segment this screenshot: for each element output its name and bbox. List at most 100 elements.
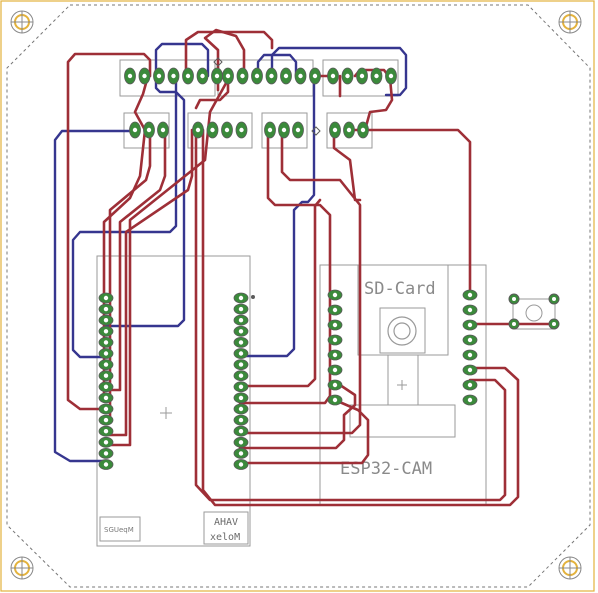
pad-esp-right-3-hole xyxy=(467,322,473,328)
pad-nano-left-11-hole xyxy=(103,406,109,412)
bottom-layer-traces xyxy=(66,28,557,507)
pad-nano-left-8-hole xyxy=(103,373,109,378)
pad-conn-top-1-1-hole xyxy=(127,73,133,79)
camera-ribbon xyxy=(387,354,419,406)
pad-conn-top-3-4-hole xyxy=(374,73,379,79)
pad-nano-right-13-hole xyxy=(238,429,244,434)
nano-module-outline xyxy=(96,255,251,547)
camera-lens-inner xyxy=(393,322,411,340)
esp32-shield xyxy=(349,404,456,438)
esp32-cam-label: ESP32-CAM xyxy=(340,459,432,479)
pad-nano-left-2-hole xyxy=(103,306,109,312)
pad-nano-left-13-hole xyxy=(103,429,109,434)
pad-esp-left-1-hole xyxy=(332,292,338,298)
pad-conn-mid-2-1-hole xyxy=(195,127,201,133)
pad-conn-mid-4-1-hole xyxy=(332,127,338,133)
pad-nano-left-4-hole xyxy=(103,329,109,334)
pad-nano-right-11-hole xyxy=(238,406,244,412)
pad-conn-top-2-2-hole xyxy=(240,73,245,79)
pad-nano-left-10-hole xyxy=(103,395,109,401)
push-button-cap xyxy=(525,304,543,322)
pad-conn-top-3-1-hole xyxy=(330,73,336,79)
pad-conn-mid-2-2-hole xyxy=(210,127,215,133)
pad-conn-top-1-5-hole xyxy=(185,73,191,79)
via-markers xyxy=(213,57,321,299)
pad-button-3-hole xyxy=(512,322,516,326)
mounting-hole-br xyxy=(558,556,582,580)
pad-nano-left-6-hole xyxy=(103,351,109,356)
pad-esp-left-8-hole xyxy=(332,397,338,403)
pad-conn-mid-4-2-hole xyxy=(346,127,352,133)
pad-nano-right-15-hole xyxy=(238,451,244,456)
pad-esp-left-4-hole xyxy=(332,337,338,343)
pad-nano-right-3-hole xyxy=(238,318,244,323)
pad-conn-mid-3-2-hole xyxy=(281,127,287,133)
pad-conn-top-3-5-hole xyxy=(388,73,394,79)
pad-nano-left-16-hole xyxy=(103,462,109,467)
pad-esp-left-6-hole xyxy=(332,367,338,373)
molex-label-1: AHAV xyxy=(214,517,238,528)
pad-esp-right-4-hole xyxy=(467,337,473,343)
molex-footprint xyxy=(203,511,249,545)
usb-footprint xyxy=(99,516,141,542)
board-outline xyxy=(6,4,591,588)
pad-conn-top-2-1-hole xyxy=(225,73,231,79)
pad-conn-mid-3-3-hole xyxy=(295,127,301,133)
pad-nano-left-3-hole xyxy=(103,318,109,323)
pad-conn-top-2-4-hole xyxy=(269,73,274,79)
pad-conn-mid-2-4-hole xyxy=(239,127,244,133)
pad-esp-right-7-hole xyxy=(467,382,473,388)
connector-top-3-outline xyxy=(322,59,399,97)
connector-mid-3-outline xyxy=(261,112,308,149)
pad-nano-right-2-hole xyxy=(238,306,244,312)
pad-nano-right-14-hole xyxy=(238,440,244,445)
usb-label: SGUeqM xyxy=(104,526,134,534)
push-button-outline xyxy=(512,298,556,330)
pad-nano-right-9-hole xyxy=(238,384,244,389)
pad-esp-right-6-hole xyxy=(467,367,473,373)
pad-button-4-hole xyxy=(552,322,556,326)
pad-conn-top-3-3-hole xyxy=(359,73,365,79)
pad-conn-mid-1-3-hole xyxy=(160,127,166,133)
pad-conn-top-2-5-hole xyxy=(283,73,289,79)
pad-conn-top-2-3-hole xyxy=(254,73,260,79)
pad-nano-left-7-hole xyxy=(103,362,109,367)
pad-nano-right-7-hole xyxy=(238,362,244,367)
mounting-hole-tr xyxy=(558,10,582,34)
pad-nano-left-14-hole xyxy=(103,440,109,445)
mounting-hole-tl xyxy=(10,10,34,34)
pad-esp-right-1-hole xyxy=(467,292,473,298)
connector-mid-2-outline xyxy=(187,112,253,149)
sd-card-label: SD-Card xyxy=(364,279,436,299)
pad-esp-right-5-hole xyxy=(467,352,473,358)
pad-conn-mid-3-1-hole xyxy=(267,127,273,133)
pad-esp-right-8-hole xyxy=(467,397,473,403)
pad-nano-right-5-hole xyxy=(238,340,244,345)
camera-lens-outer xyxy=(387,316,417,346)
pad-conn-mid-4-3-hole xyxy=(360,127,366,133)
pad-esp-left-5-hole xyxy=(332,352,338,358)
camera-socket xyxy=(379,307,426,354)
pad-nano-right-12-hole xyxy=(238,417,244,423)
pad-nano-left-1-hole xyxy=(103,295,109,301)
pad-conn-top-3-2-hole xyxy=(345,73,350,79)
pad-esp-right-2-hole xyxy=(467,307,473,313)
pad-conn-top-1-4-hole xyxy=(171,73,176,79)
pad-esp-left-3-hole xyxy=(332,322,338,328)
pad-conn-mid-2-3-hole xyxy=(224,127,230,133)
pad-layer xyxy=(98,67,560,470)
pad-esp-left-2-hole xyxy=(332,307,338,313)
pad-nano-left-9-hole xyxy=(103,384,109,389)
pad-nano-right-4-hole xyxy=(238,329,244,334)
mounting-hole-bl xyxy=(10,556,34,580)
pad-conn-top-2-6-hole xyxy=(298,73,303,79)
pad-button-2-hole xyxy=(552,297,556,301)
pad-nano-right-6-hole xyxy=(238,351,244,356)
pad-conn-top-2-7-hole xyxy=(312,73,318,79)
pad-nano-right-16-hole xyxy=(238,462,244,467)
molex-label-2: xelоM xyxy=(210,532,240,543)
pad-button-1-hole xyxy=(512,297,516,301)
pad-nano-right-8-hole xyxy=(238,373,244,378)
